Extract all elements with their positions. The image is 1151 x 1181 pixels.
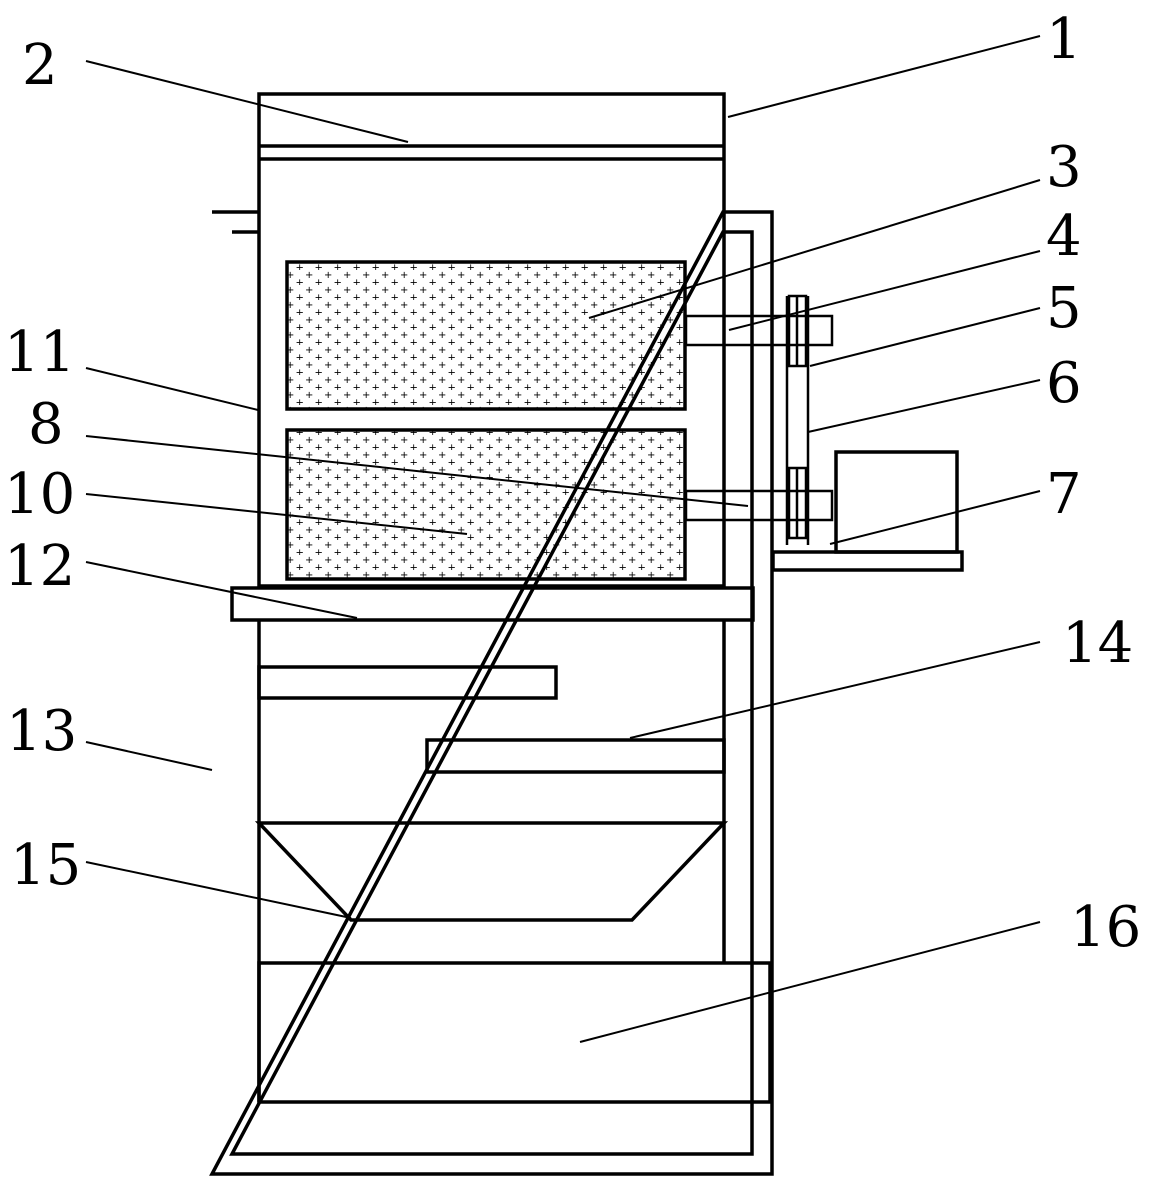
label-11: 11 (4, 320, 75, 385)
label-6: 6 (1046, 351, 1082, 416)
label-14: 14 (1062, 611, 1133, 676)
label-16: 16 (1070, 895, 1141, 960)
collection-box (257, 961, 772, 1104)
label-8: 8 (28, 392, 64, 457)
reference-numerals: 1 2 3 4 5 6 7 8 10 11 12 13 14 15 16 (4, 7, 1141, 960)
label-2: 2 (22, 33, 58, 98)
outer-frame (209, 210, 774, 1176)
screen-plate (230, 586, 755, 622)
label-15: 15 (10, 833, 81, 898)
label-3: 3 (1046, 135, 1082, 200)
upper-shaft (684, 314, 834, 347)
lower-chamber (257, 620, 726, 1102)
lower-filter-block (285, 428, 687, 581)
label-12: 12 (4, 534, 75, 599)
leader-lines (85, 35, 1041, 1043)
lower-pulley (787, 466, 808, 540)
label-7: 7 (1046, 462, 1082, 527)
upper-pulley (787, 294, 808, 368)
left-baffle (257, 665, 558, 700)
main-housing (257, 92, 726, 588)
label-4: 4 (1046, 204, 1082, 269)
motor-bracket (771, 550, 964, 572)
drive-belt (785, 296, 810, 545)
collection-funnel (254, 821, 729, 922)
label-1: 1 (1046, 7, 1082, 72)
right-baffle (425, 738, 726, 774)
lower-shaft (684, 489, 834, 522)
label-13: 13 (6, 699, 77, 764)
upper-filter-block (285, 260, 687, 411)
label-5: 5 (1046, 276, 1082, 341)
label-10: 10 (4, 462, 75, 527)
